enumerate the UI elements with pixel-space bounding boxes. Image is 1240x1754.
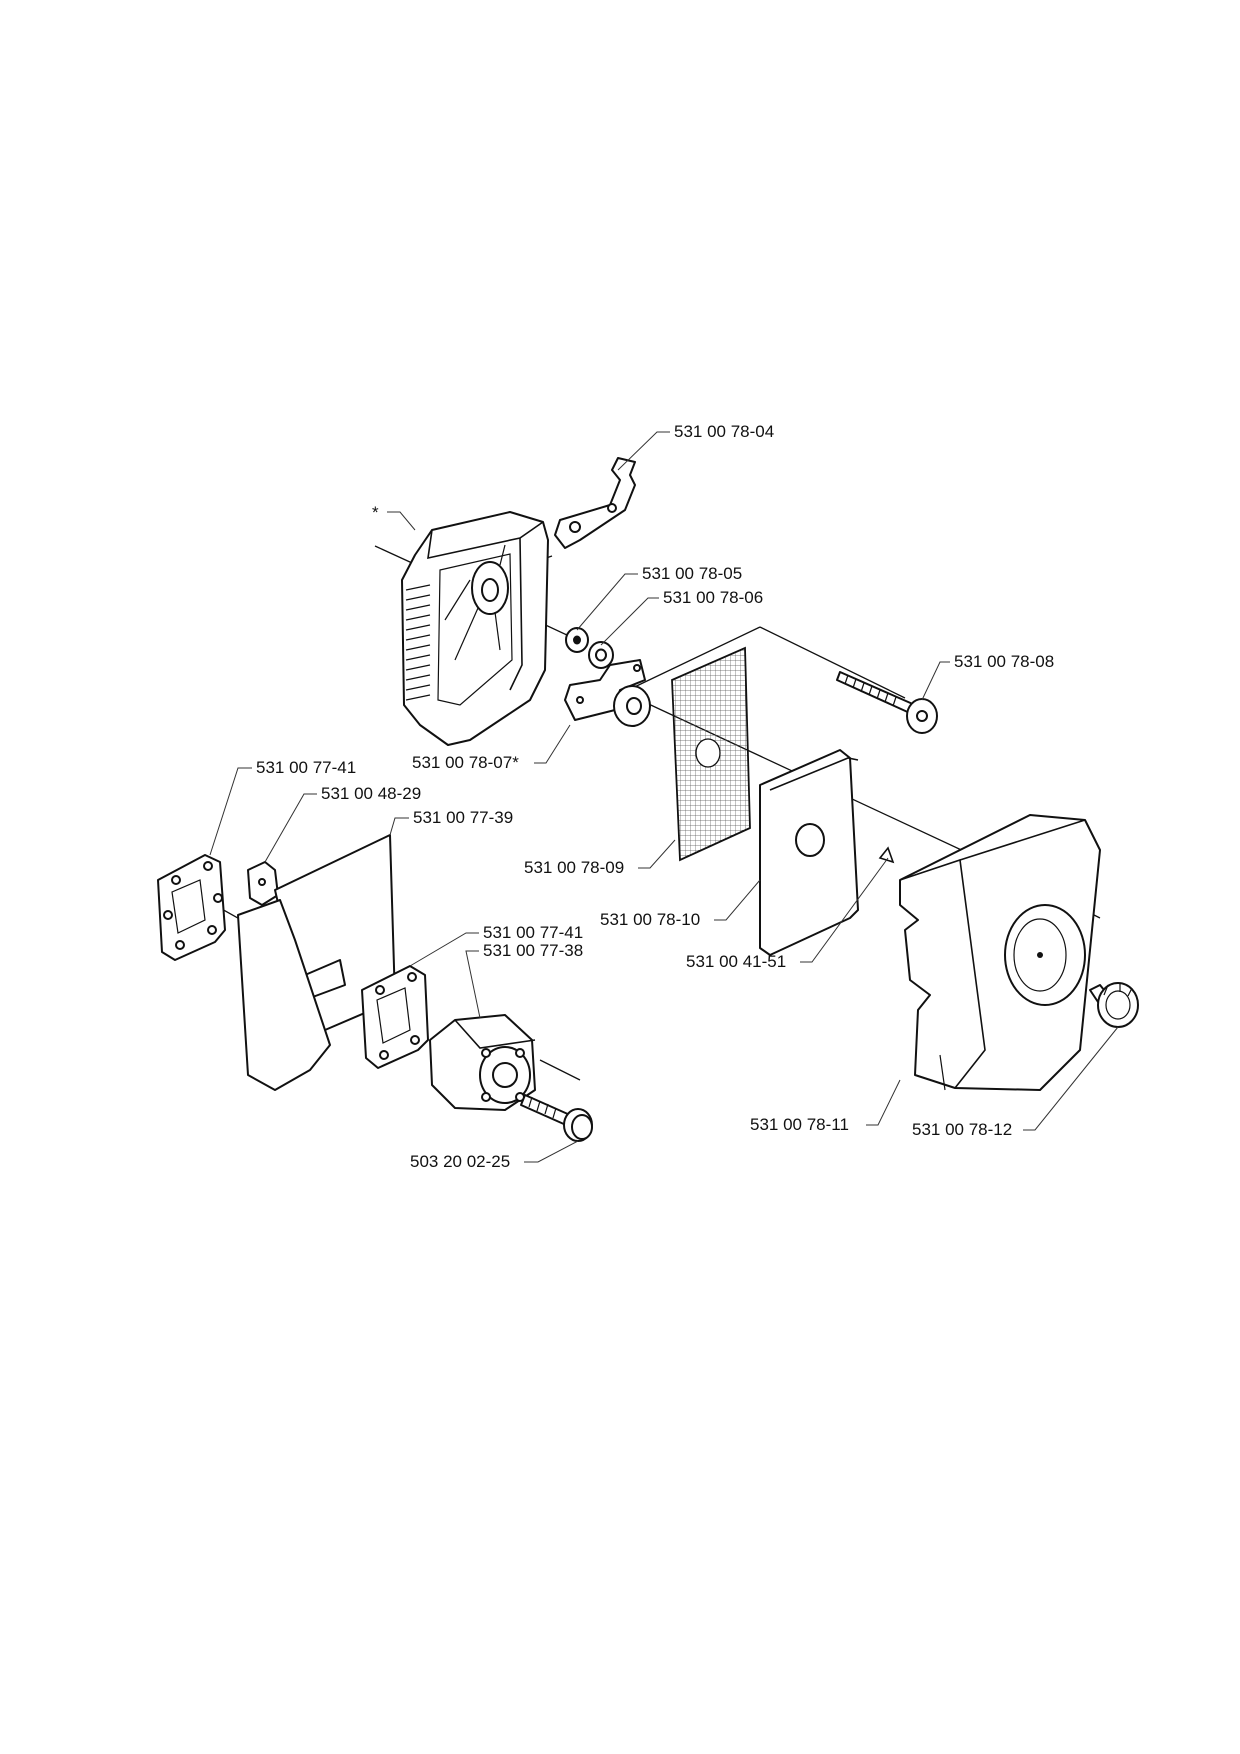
washer-78-05 <box>565 627 589 653</box>
label-77-38: 531 00 77-38 <box>483 941 583 960</box>
cover-78-11 <box>899 814 1101 1091</box>
label-02-25: 503 20 02-25 <box>410 1152 510 1171</box>
label-78-08: 531 00 78-08 <box>954 652 1054 671</box>
label-78-05: 531 00 78-05 <box>642 564 742 583</box>
front-shield <box>237 899 331 1091</box>
label-48-29: 531 00 48-29 <box>321 784 421 803</box>
label-78-10: 531 00 78-10 <box>600 910 700 929</box>
housing-ribs <box>405 584 431 701</box>
washer-78-06 <box>588 641 614 669</box>
label-78-04: 531 00 78-04 <box>674 422 774 441</box>
bracket-78-04 <box>554 457 636 549</box>
label-77-41-bottom: 531 00 77-41 <box>483 923 583 942</box>
label-41-51: 531 00 41-51 <box>686 952 786 971</box>
filter-78-10 <box>759 749 859 956</box>
label-78-12: 531 00 78-12 <box>912 1120 1012 1139</box>
screw-78-08 <box>836 671 938 734</box>
bracket-78-07 <box>564 659 651 727</box>
bolt-02-25 <box>520 1094 593 1142</box>
callout-labels: 531 00 78-04 * 531 00 78-05 531 00 78-06… <box>256 422 1054 1171</box>
screw-78-08-thread <box>844 674 897 707</box>
label-77-41-top: 531 00 77-41 <box>256 758 356 777</box>
air-filter-housing <box>401 511 549 746</box>
knob-78-12 <box>1089 982 1139 1028</box>
gasket-77-41-left <box>157 854 226 961</box>
label-78-07: 531 00 78-07* <box>412 753 519 772</box>
gasket-77-41-right <box>361 965 429 1069</box>
label-78-09: 531 00 78-09 <box>524 858 624 877</box>
label-77-39: 531 00 77-39 <box>413 808 513 827</box>
adapter-77-38 <box>429 1014 536 1111</box>
label-78-11: 531 00 78-11 <box>750 1115 849 1134</box>
screen-78-09 <box>671 646 751 862</box>
label-78-06: 531 00 78-06 <box>663 588 763 607</box>
leader-lines <box>209 431 1119 1163</box>
label-star: * <box>372 503 379 522</box>
